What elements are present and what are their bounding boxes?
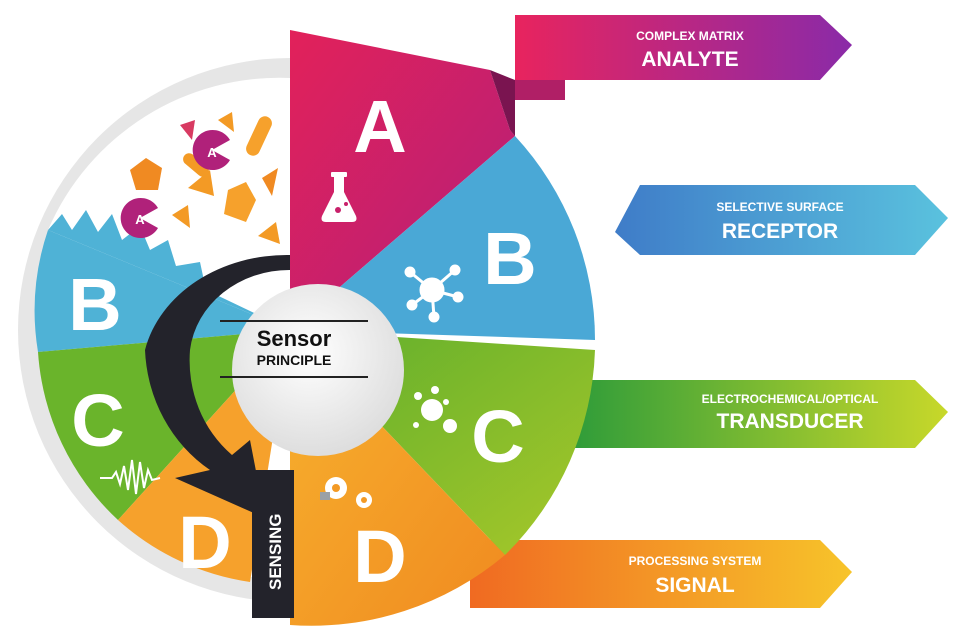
analyte-shapes: A A <box>120 112 280 244</box>
arrow-analyte-large: ANALYTE <box>641 48 738 71</box>
arrow-analyte: COMPLEX MATRIX ANALYTE <box>515 15 852 100</box>
arrow-signal-small: PROCESSING SYSTEM <box>629 554 762 568</box>
letter-c-right: C <box>471 395 524 478</box>
arrow-signal: PROCESSING SYSTEM SIGNAL <box>470 540 852 608</box>
network-node-icon <box>404 264 464 323</box>
center-subtitle: PRINCIPLE <box>257 352 332 368</box>
arrow-transducer-large: TRANSDUCER <box>717 410 864 433</box>
bubbles-icon <box>413 386 457 433</box>
letter-d-left: D <box>178 501 231 584</box>
sensing-label: SENSING <box>266 513 285 590</box>
arrow-receptor-small: SELECTIVE SURFACE <box>716 200 843 214</box>
center-disc: Sensor PRINCIPLE <box>220 284 404 456</box>
flask-icon <box>321 172 357 222</box>
arrow-analyte-small: COMPLEX MATRIX <box>636 29 744 43</box>
right-segment-a <box>290 30 515 330</box>
letter-c-left: C <box>71 379 124 462</box>
waveform-icon <box>100 459 161 495</box>
sensing-arrow <box>145 254 294 618</box>
letter-b-left: B <box>68 263 121 346</box>
marker-a-1: A <box>207 145 217 160</box>
marker-a-2: A <box>135 212 145 227</box>
right-segment-b <box>290 136 595 340</box>
center-title: Sensor <box>257 326 332 351</box>
gears-icon <box>320 477 372 508</box>
letter-b-right: B <box>483 217 536 300</box>
arrow-transducer-small: ELECTROCHEMICAL/OPTICAL <box>702 392 879 406</box>
letter-d-right: D <box>353 515 406 598</box>
letter-a: A <box>353 85 406 168</box>
arrow-signal-large: SIGNAL <box>655 574 735 597</box>
arrow-receptor-large: RECEPTOR <box>722 220 838 243</box>
arrow-transducer: ELECTROCHEMICAL/OPTICAL TRANSDUCER <box>560 380 948 448</box>
arrow-receptor: SELECTIVE SURFACE RECEPTOR <box>615 185 948 255</box>
